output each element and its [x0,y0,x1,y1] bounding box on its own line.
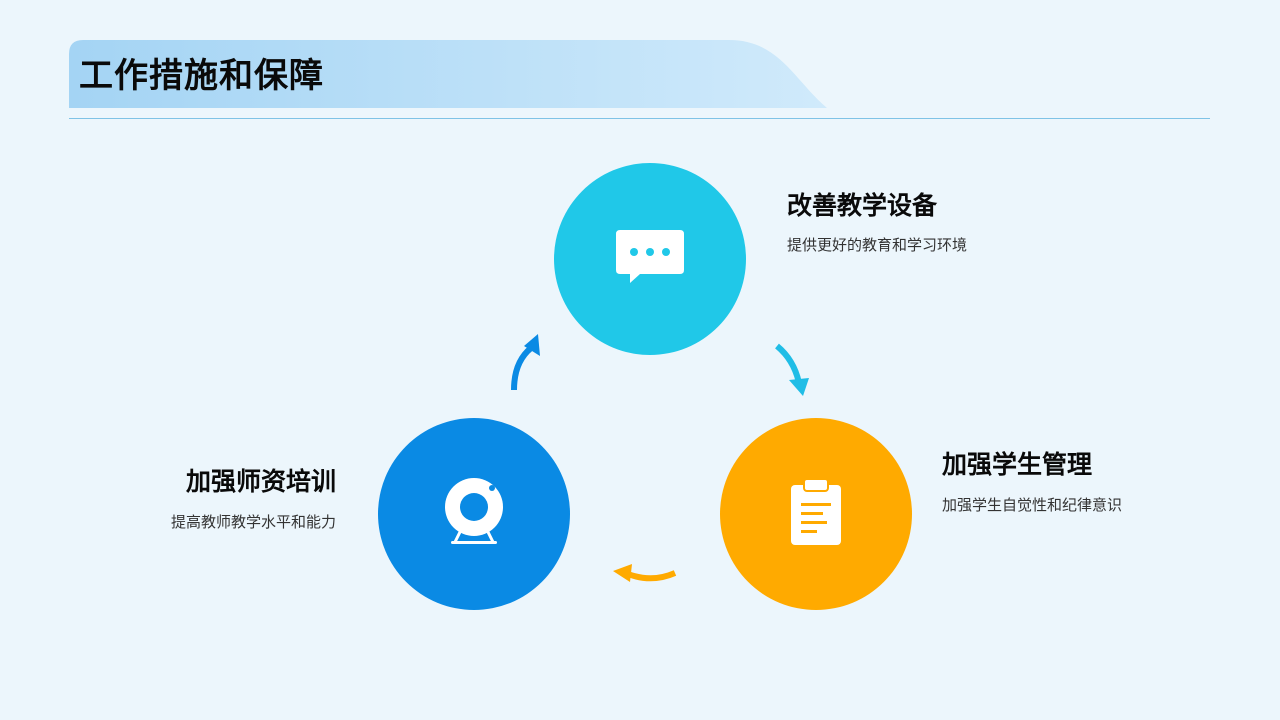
node-heading-student-management: 加强学生管理 [942,450,1093,479]
page-title: 工作措施和保障 [79,56,324,96]
node-heading-teacher-training: 加强师资培训 [185,467,336,496]
title-divider [69,118,1210,119]
node-description-teacher-training: 提高教师教学水平和能力 [170,513,336,531]
node-heading-teaching-equipment: 改善教学设备 [787,191,938,220]
node-student-management [720,418,912,610]
node-teaching-equipment [554,163,746,355]
arrow-left-to-top [511,334,540,391]
webcam-icon [441,478,507,550]
node-description-student-management: 加强学生自觉性和纪律意识 [942,496,1123,514]
chat-bubble-icon [616,230,684,288]
node-teacher-training [378,418,570,610]
arrow-top-to-right [775,343,809,396]
arrow-right-to-left [613,564,677,582]
node-description-teaching-equipment: 提供更好的教育和学习环境 [787,236,968,254]
title-banner: 工作措施和保障 [69,40,829,110]
title-banner-shape [69,40,827,108]
clipboard-icon [791,478,841,549]
